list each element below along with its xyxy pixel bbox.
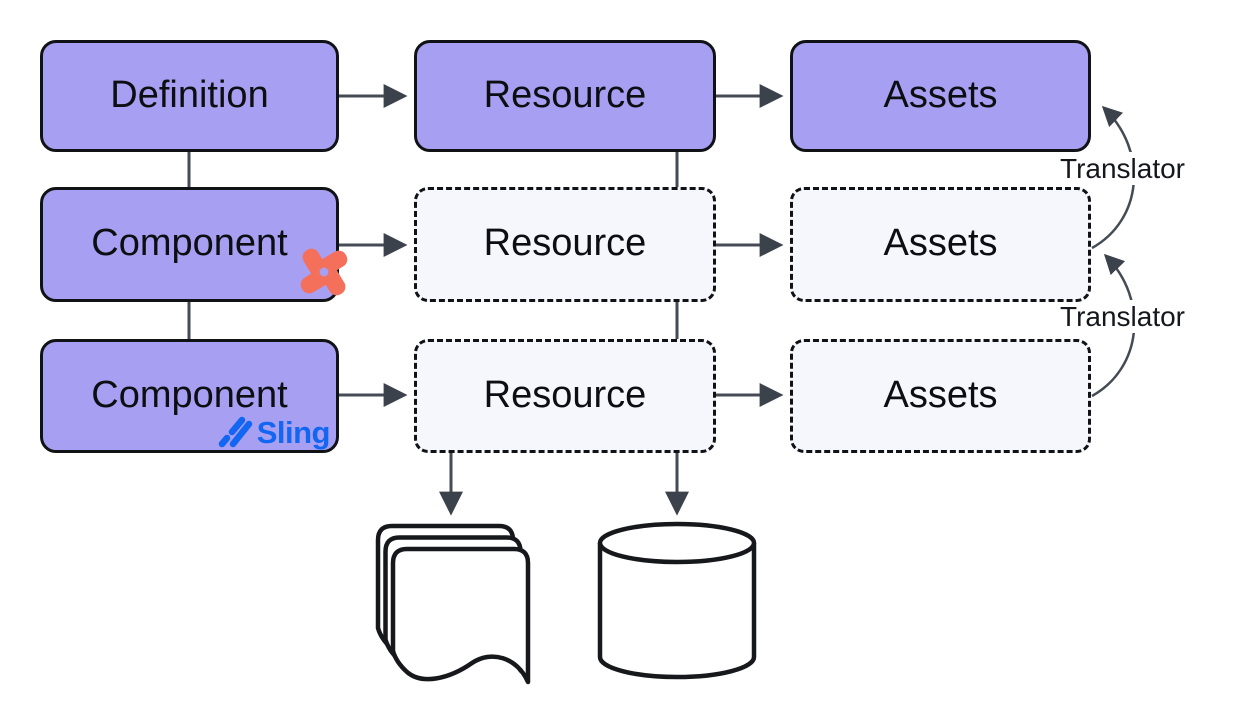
document-page-front [390,546,531,685]
node-resource-row2-label: Resource [483,222,647,264]
document-stack-icon [375,523,531,685]
database-top [597,521,757,565]
translator-label-top: Translator [1056,152,1222,185]
node-component-row3: Component Sling [40,339,339,453]
sling-logo: Sling [216,414,331,450]
node-assets-row1: Assets [790,40,1091,152]
node-definition-label: Definition [110,73,269,116]
node-resource-row2: Resource [414,187,716,302]
node-resource-row3-label: Resource [483,373,647,416]
shuriken-icon [300,248,348,296]
node-component-row2: Component [40,187,348,302]
node-component-row2-label: Component [91,222,288,264]
translator-label-bottom: Translator [1056,300,1222,333]
node-assets-row2: Assets [790,187,1091,302]
database-cylinder-icon [597,521,757,680]
node-resource-row3: Resource [414,339,716,453]
node-definition: Definition [40,40,339,152]
node-resource-row1-label: Resource [483,73,647,116]
node-assets-row3: Assets [790,339,1091,453]
sling-slashes-icon [218,416,252,448]
node-resource-row1: Resource [414,40,716,152]
database-body [597,543,757,680]
node-assets-row2-label: Assets [883,222,998,264]
node-assets-row3-label: Assets [883,373,998,416]
node-assets-row1-label: Assets [883,73,998,116]
node-component-row3-label: Component [91,373,288,416]
sling-wordmark: Sling [256,415,331,450]
